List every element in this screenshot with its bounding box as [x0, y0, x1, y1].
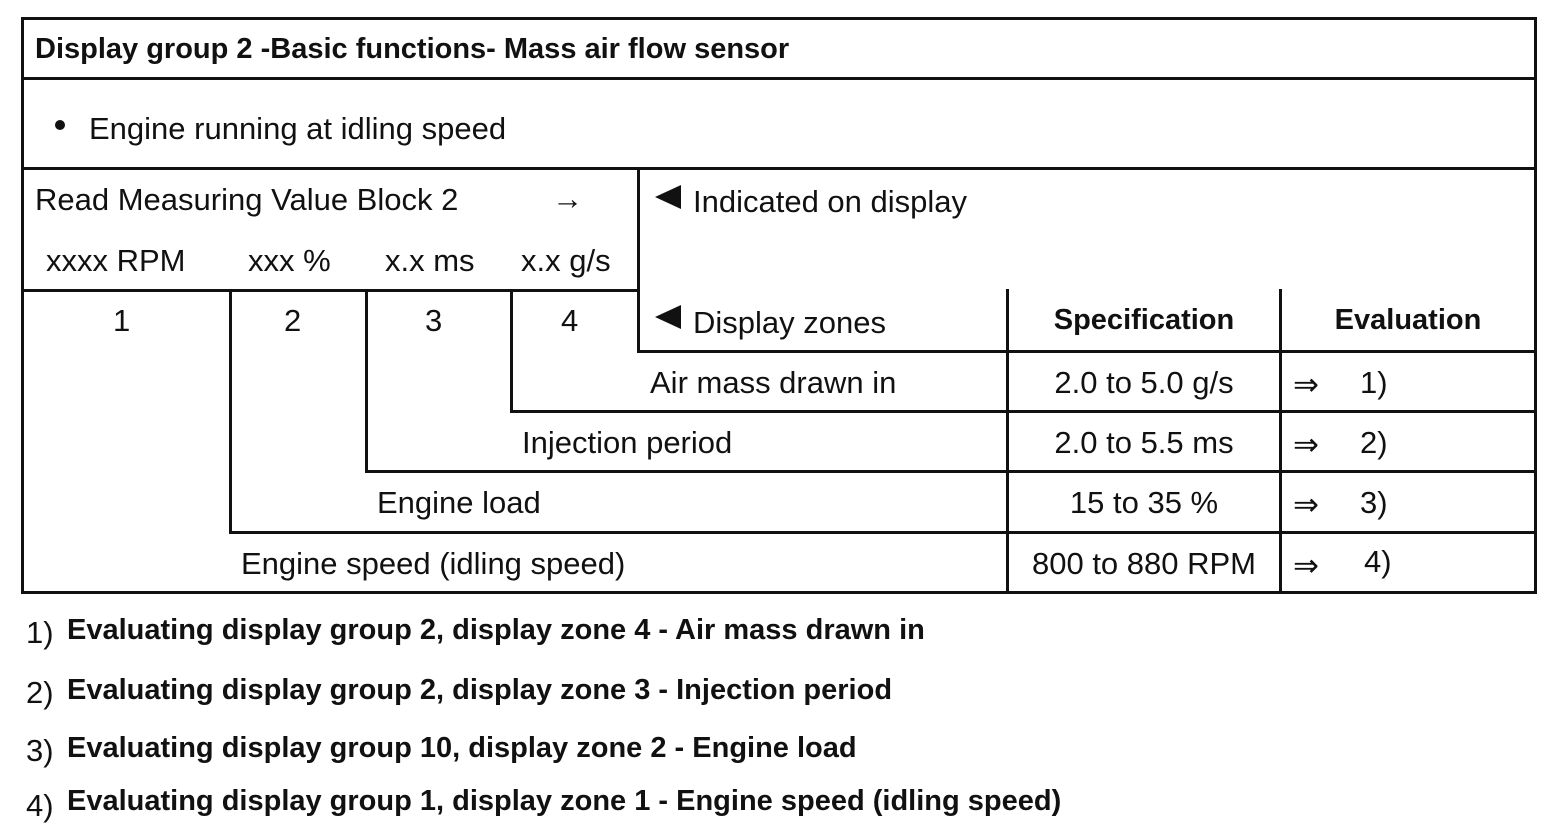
indicator-triangle-icon	[655, 185, 681, 209]
indicated-label: Indicated on display	[693, 184, 968, 219]
zone-number-1: 1	[113, 303, 131, 338]
zone-2-bracket	[229, 289, 232, 534]
title-divider	[21, 77, 1537, 80]
zone-number-3: 3	[425, 303, 443, 338]
read-block-label: Read Measuring Value Block 2	[35, 182, 459, 217]
field-rpm: xxxx RPM	[46, 243, 186, 278]
evaluation-header: Evaluation	[1334, 304, 1482, 336]
zones-triangle-icon	[655, 305, 681, 329]
zone-3-bracket	[365, 289, 368, 473]
field-gs: x.x g/s	[521, 243, 611, 278]
footnote-number-3: 3)	[26, 733, 54, 768]
test-condition: Engine running at idling speed	[89, 111, 507, 146]
row-spec-injection: 2.0 to 5.5 ms	[1054, 425, 1234, 460]
zone-4-bracket	[510, 289, 513, 413]
row-name-injection: Injection period	[522, 425, 733, 460]
specification-header: Specification	[1053, 304, 1235, 336]
row-name-engine-load: Engine load	[377, 485, 541, 520]
bullet-icon	[55, 120, 65, 130]
eval-column-divider	[1279, 289, 1282, 594]
spec-column-divider	[1006, 289, 1009, 594]
display-area-divider	[637, 167, 640, 353]
row-name-engine-speed: Engine speed (idling speed)	[241, 546, 626, 581]
row-eval-injection: 2)	[1360, 425, 1388, 460]
row-divider-3	[229, 531, 1537, 534]
row-spec-engine-load: 15 to 35 %	[1069, 485, 1219, 520]
eval-arrow-icon: ⇒	[1293, 427, 1319, 462]
table-border-right	[1534, 17, 1537, 594]
field-percent: xxx %	[248, 243, 331, 278]
row-divider-header	[637, 350, 1537, 353]
table-border-bottom	[21, 591, 1537, 594]
table-title: Display group 2 -Basic functions- Mass a…	[35, 33, 790, 65]
footnote-number-1: 1)	[26, 615, 54, 650]
zone-number-4: 4	[561, 303, 579, 338]
row-spec-engine-speed: 800 to 880 RPM	[1031, 546, 1257, 581]
footnote-text-1: Evaluating display group 2, display zone…	[67, 614, 925, 646]
right-arrow-icon: →	[552, 181, 583, 216]
table-border-left	[21, 17, 24, 594]
footnote-text-3: Evaluating display group 10, display zon…	[67, 732, 857, 764]
eval-arrow-icon: ⇒	[1293, 487, 1319, 522]
footnote-number-4: 4)	[26, 788, 54, 823]
footnote-text-4: Evaluating display group 1, display zone…	[67, 785, 1062, 817]
zone-number-2: 2	[284, 303, 302, 338]
eval-arrow-icon: ⇒	[1293, 548, 1319, 583]
row-eval-engine-load: 3)	[1360, 485, 1388, 520]
footnote-number-2: 2)	[26, 675, 54, 710]
table-border-top	[21, 17, 1537, 20]
condition-divider	[21, 167, 1537, 170]
row-eval-engine-speed: 4)	[1364, 544, 1392, 579]
field-ms: x.x ms	[385, 243, 475, 278]
display-zones-label: Display zones	[693, 305, 886, 340]
row-spec-air-mass: 2.0 to 5.0 g/s	[1054, 365, 1234, 400]
row-eval-air-mass: 1)	[1360, 365, 1388, 400]
row-divider-2	[365, 470, 1537, 473]
row-name-air-mass: Air mass drawn in	[650, 365, 897, 400]
footnote-text-2: Evaluating display group 2, display zone…	[67, 674, 893, 706]
eval-arrow-icon: ⇒	[1293, 367, 1319, 402]
read-block-divider	[21, 289, 640, 292]
row-divider-1	[510, 410, 1537, 413]
